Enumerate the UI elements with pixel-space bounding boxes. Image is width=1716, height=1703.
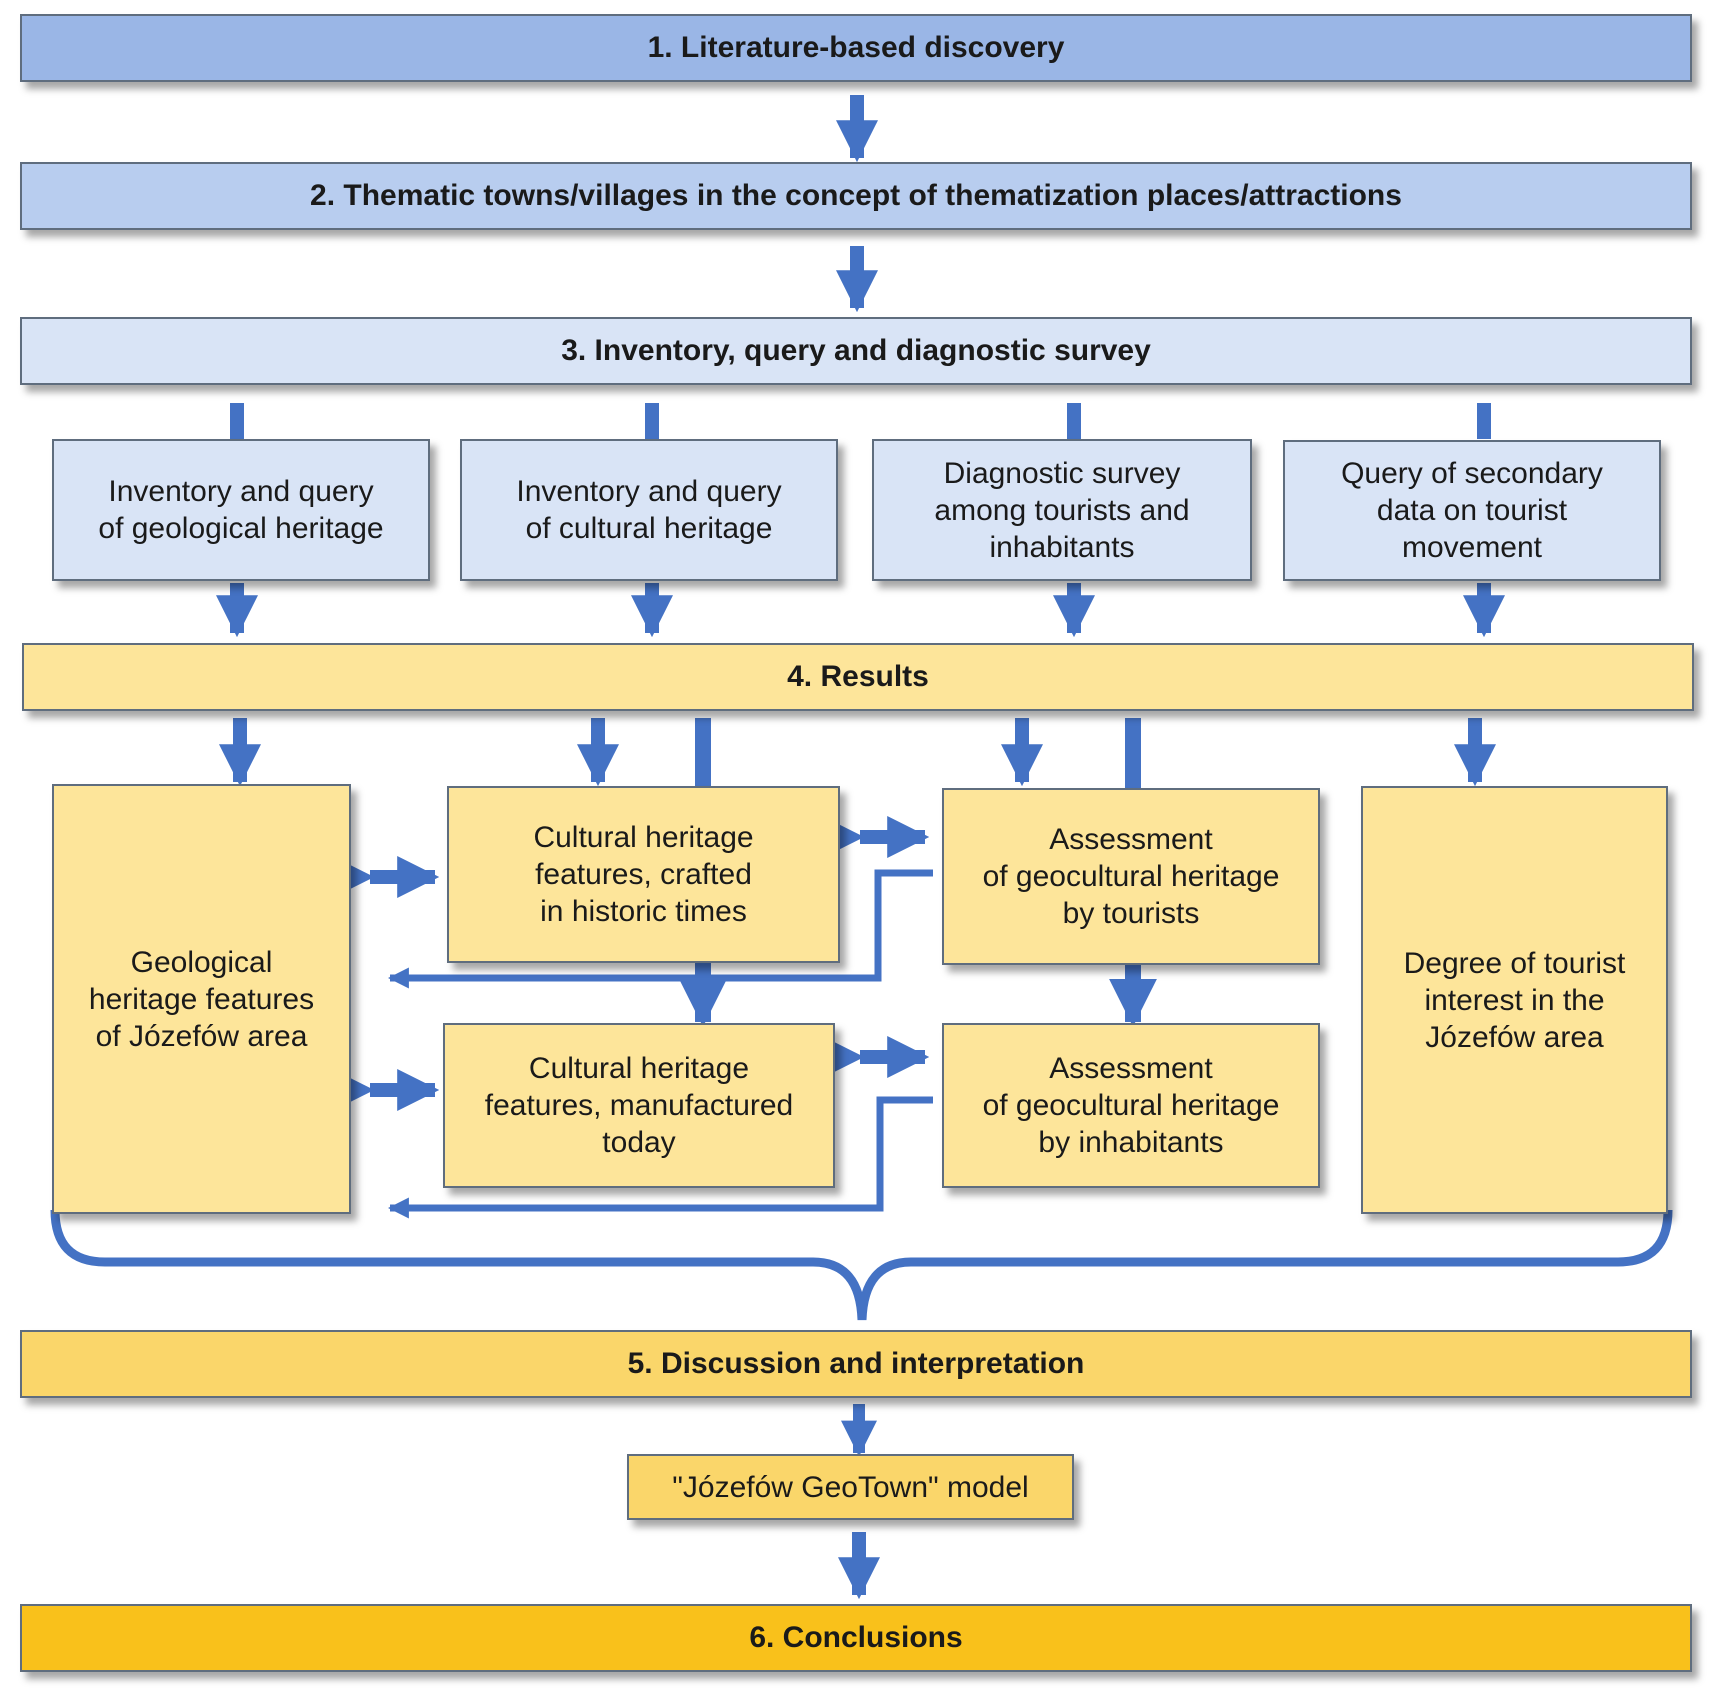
method-survey-label: Diagnostic survey among tourists and inh… [934, 456, 1190, 564]
stage-1-box: 1. Literature-based discovery [20, 14, 1692, 82]
result-assessment-tourists: Assessment of geocultural heritage by to… [942, 788, 1320, 965]
elbow-arrow-tourists-geological [387, 869, 933, 989]
stage-1-label: 1. Literature-based discovery [647, 31, 1065, 64]
connector-s3-m4 [1477, 403, 1491, 439]
model-box: "Józefów GeoTown" model [627, 1454, 1074, 1520]
result-assessment-inhabitants: Assessment of geocultural heritage by in… [942, 1023, 1320, 1188]
stage-5-box: 5. Discussion and interpretation [20, 1330, 1692, 1398]
method-cultural-heritage: Inventory and query of cultural heritage [460, 439, 838, 581]
results-bracket [50, 1209, 1673, 1321]
result-assessment-inhabitants-label: Assessment of geocultural heritage by in… [982, 1052, 1280, 1159]
method-diagnostic-survey: Diagnostic survey among tourists and inh… [872, 439, 1252, 581]
result-cultural-historic-label: Cultural heritage features, crafted in h… [533, 821, 754, 928]
stage-3-label: 3. Inventory, query and diagnostic surve… [561, 334, 1151, 367]
result-cultural-today: Cultural heritage features, manufactured… [443, 1023, 835, 1188]
stage-6-label: 6. Conclusions [749, 1621, 963, 1654]
stage-3-box: 3. Inventory, query and diagnostic surve… [20, 317, 1692, 385]
result-cultural-today-label: Cultural heritage features, manufactured… [484, 1052, 794, 1159]
stage-2-label: 2. Thematic towns/villages in the concep… [310, 179, 1402, 212]
result-tourist-interest: Degree of tourist interest in the Józefó… [1361, 786, 1668, 1214]
stage-5-label: 5. Discussion and interpretation [627, 1347, 1085, 1380]
method-secondary-data: Query of secondary data on tourist movem… [1283, 440, 1661, 581]
result-geological-label: Geological heritage features of Józefów … [88, 945, 315, 1053]
stage-2-box: 2. Thematic towns/villages in the concep… [20, 162, 1692, 230]
method-geological-label: Inventory and query of geological herita… [98, 475, 384, 545]
result-cultural-historic: Cultural heritage features, crafted in h… [447, 786, 840, 963]
result-assessment-tourists-label: Assessment of geocultural heritage by to… [982, 823, 1280, 930]
connector-s3-m2 [645, 403, 659, 439]
stage-4-label: 4. Results [787, 660, 929, 693]
result-geological-features: Geological heritage features of Józefów … [52, 784, 351, 1214]
method-secondary-label: Query of secondary data on tourist movem… [1341, 457, 1603, 564]
model-label: "Józefów GeoTown" model [672, 1470, 1029, 1504]
connector-s3-m3 [1067, 403, 1081, 439]
method-geological-heritage: Inventory and query of geological herita… [52, 439, 430, 581]
method-cultural-label: Inventory and query of cultural heritage [516, 475, 782, 545]
connector-s3-m1 [230, 403, 244, 439]
stage-4-box: 4. Results [22, 643, 1694, 711]
elbow-arrow-inhabitants-geological [387, 1096, 933, 1219]
result-tourist-interest-label: Degree of tourist interest in the Józefó… [1403, 946, 1626, 1054]
stage-6-box: 6. Conclusions [20, 1604, 1692, 1672]
